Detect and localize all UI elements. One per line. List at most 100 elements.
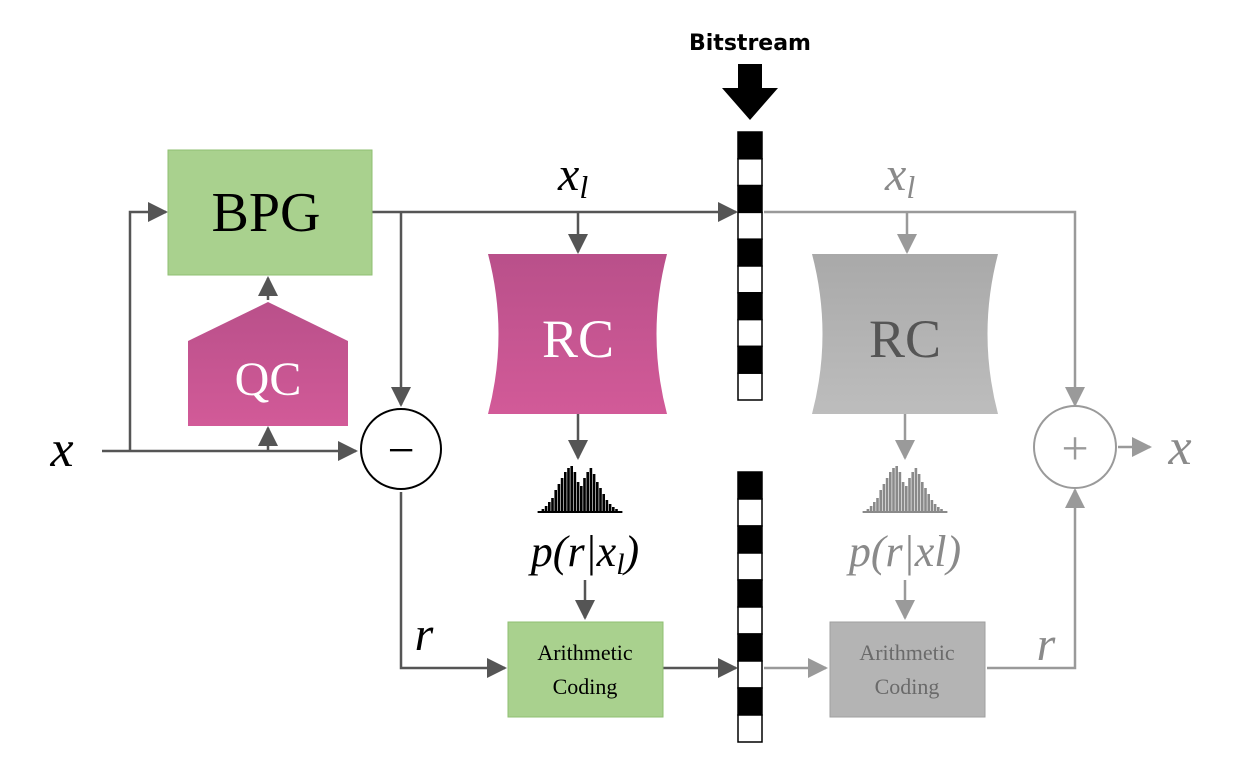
bitstream-segment: [737, 660, 763, 689]
decoder-prob-label: p(r|xl): [846, 527, 961, 576]
histogram-bar: [879, 490, 882, 512]
histogram-bar: [917, 474, 921, 512]
bitstream-strip-top: [737, 131, 763, 401]
histogram-bar: [576, 482, 580, 512]
bitstream-segment: [737, 372, 763, 401]
histogram-bar: [937, 507, 940, 512]
histogram-bar: [889, 472, 892, 512]
rc-decoder-label: RC: [869, 309, 941, 369]
ac-encoder-line1: Arithmetic: [537, 640, 633, 665]
bitstream-label: Bitstream: [689, 31, 811, 56]
histogram-bar: [554, 490, 557, 512]
plus-icon: +: [1061, 422, 1088, 475]
minus-icon: −: [387, 424, 414, 477]
bpg-block: [167, 149, 373, 276]
histogram-bar: [898, 472, 902, 512]
histogram-bar: [885, 478, 889, 512]
add-node: [1033, 405, 1117, 489]
histogram-bar: [567, 468, 570, 512]
bitstream-segment: [737, 714, 763, 743]
histogram-icon: [862, 466, 948, 513]
bitstream-segment: [737, 345, 763, 374]
arithmetic-decoder-block: [829, 621, 986, 718]
bitstream-segment: [737, 525, 763, 554]
histogram-bar: [914, 468, 918, 512]
decoder-residual-label: r: [1037, 618, 1056, 671]
histogram-bar: [560, 478, 564, 512]
histogram-bar: [873, 502, 876, 512]
histogram-bar: [599, 488, 602, 512]
subtract-node: [360, 408, 442, 490]
histogram-bar: [548, 502, 551, 512]
histogram-bar: [596, 482, 599, 512]
histogram-bar: [901, 482, 905, 512]
bitstream-segment: [737, 471, 763, 500]
residual-to-ac-line: [399, 492, 507, 678]
bitstream-segment: [737, 633, 763, 662]
bitstream-segment: [737, 238, 763, 267]
encoder-prob-label: p(r|xl): [528, 527, 639, 581]
bitstream-segment: [737, 158, 763, 187]
ac-decoder-line1: Arithmetic: [859, 640, 955, 665]
bitstream-segment: [737, 318, 763, 348]
decoder-xl-label: xl: [884, 148, 915, 205]
down-arrow-icon: [722, 64, 778, 120]
histogram-bar: [927, 494, 930, 512]
histogram-bar: [892, 468, 895, 512]
histogram-bar: [866, 509, 870, 512]
histogram-bar: [589, 468, 593, 512]
histogram-bar: [882, 484, 886, 512]
histogram-bar: [592, 474, 596, 512]
bitstream-segment: [737, 552, 763, 581]
qc-label: QC: [235, 353, 302, 406]
histogram-bar: [580, 486, 583, 512]
histogram-bar: [876, 498, 879, 512]
dec-ac-to-plus-line: [987, 488, 1085, 670]
histogram-bar: [583, 478, 586, 512]
rc-encoder-label: RC: [542, 309, 614, 369]
rc-encoder-block: [488, 254, 667, 414]
histogram-bar: [608, 504, 612, 512]
histogram-bar: [869, 506, 873, 512]
histogram-bar: [557, 484, 561, 512]
histogram-bar: [612, 507, 615, 512]
histogram-bar: [573, 472, 577, 512]
histogram-bar: [541, 509, 545, 512]
bitstream-segment: [737, 184, 763, 214]
encoder-xl-label: xl: [557, 148, 588, 205]
histogram-icon: [537, 466, 623, 513]
histogram-bar: [551, 498, 554, 512]
arithmetic-encoder-block: [507, 621, 664, 718]
histogram-bar: [570, 466, 573, 512]
histogram-bar: [602, 494, 605, 512]
input-x-label: x: [49, 421, 73, 478]
output-x-label: x: [1167, 419, 1191, 476]
bitstream-segment: [737, 292, 763, 321]
residual-label: r: [415, 608, 434, 661]
histogram-bar: [921, 482, 924, 512]
histogram-bar: [911, 472, 914, 512]
bitstream-segment: [737, 687, 763, 716]
input-to-bpg-line: [128, 202, 168, 451]
histogram-bar: [933, 504, 937, 512]
ac-encoder-line2: Coding: [553, 674, 618, 699]
histogram-bar: [605, 500, 609, 512]
histogram-bar: [544, 506, 548, 512]
histogram-bar: [615, 509, 618, 512]
histogram-bar: [940, 509, 943, 512]
bpg-label: BPG: [212, 182, 321, 244]
bitstream-segment: [737, 606, 763, 635]
rc-decoder-block: [812, 254, 998, 414]
histogram-bar: [930, 500, 934, 512]
bitstream-segment: [737, 579, 763, 608]
histogram-bar: [924, 488, 927, 512]
histogram-bar: [908, 478, 911, 512]
bitstream-segment: [737, 265, 763, 294]
qc-block: [188, 302, 348, 426]
bitstream-segment: [737, 131, 763, 160]
bitstream-strip-bottom: [737, 471, 763, 743]
histogram-bar: [586, 472, 589, 512]
ac-decoder-line2: Coding: [875, 674, 940, 699]
bitstream-segment: [737, 211, 763, 240]
histogram-bar: [564, 472, 567, 512]
